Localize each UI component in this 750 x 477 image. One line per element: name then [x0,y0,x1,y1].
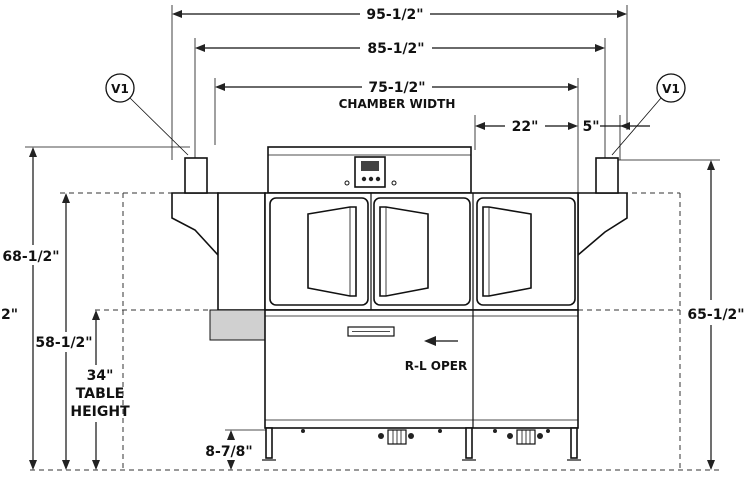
left-partial-label: 2" [1,307,18,323]
left-height-label: 68-1/2" [2,249,59,265]
offset-label: 5" [582,119,599,135]
chamber-width-label: 75-1/2" [368,80,425,96]
motor-left [378,429,414,445]
leg-height-label: 8-7/8" [205,444,252,460]
vertical-dimension-labels: 68-1/2" 2" 58-1/2" 34" TABLE HEIGHT 8-7/… [1,249,745,460]
horizontal-dimensions [171,5,650,195]
table-height-caption-2: HEIGHT [70,404,130,420]
door-left [269,197,369,306]
table-height-value: 34" [87,368,114,384]
vent-right-label: V1 [662,82,680,96]
overall-width-label: 95-1/2" [366,7,423,23]
door-middle [373,197,471,306]
direction-arrow: R-L OPER [405,336,467,373]
inner-height-label: 58-1/2" [35,335,92,351]
load-section-label: 22" [512,119,539,135]
dishwasher-machine: R-L OPER [171,146,628,461]
chamber-width-caption: CHAMBER WIDTH [339,97,456,111]
vent-callout-left: V1 [105,73,189,156]
vent-callout-right: V1 [611,73,686,156]
vent-left-label: V1 [111,82,129,96]
reference-lines [25,146,720,471]
vertical-dimensions [29,147,715,470]
horizontal-dimension-labels: 95-1/2" 85-1/2" 75-1/2" CHAMBER WIDTH 22… [339,7,600,135]
table-height-caption-1: TABLE [76,386,124,402]
direction-label: R-L OPER [405,359,467,373]
motor-right [507,429,543,445]
door-right [476,197,576,306]
right-height-label: 65-1/2" [687,307,744,323]
middle-width-label: 85-1/2" [367,41,424,57]
